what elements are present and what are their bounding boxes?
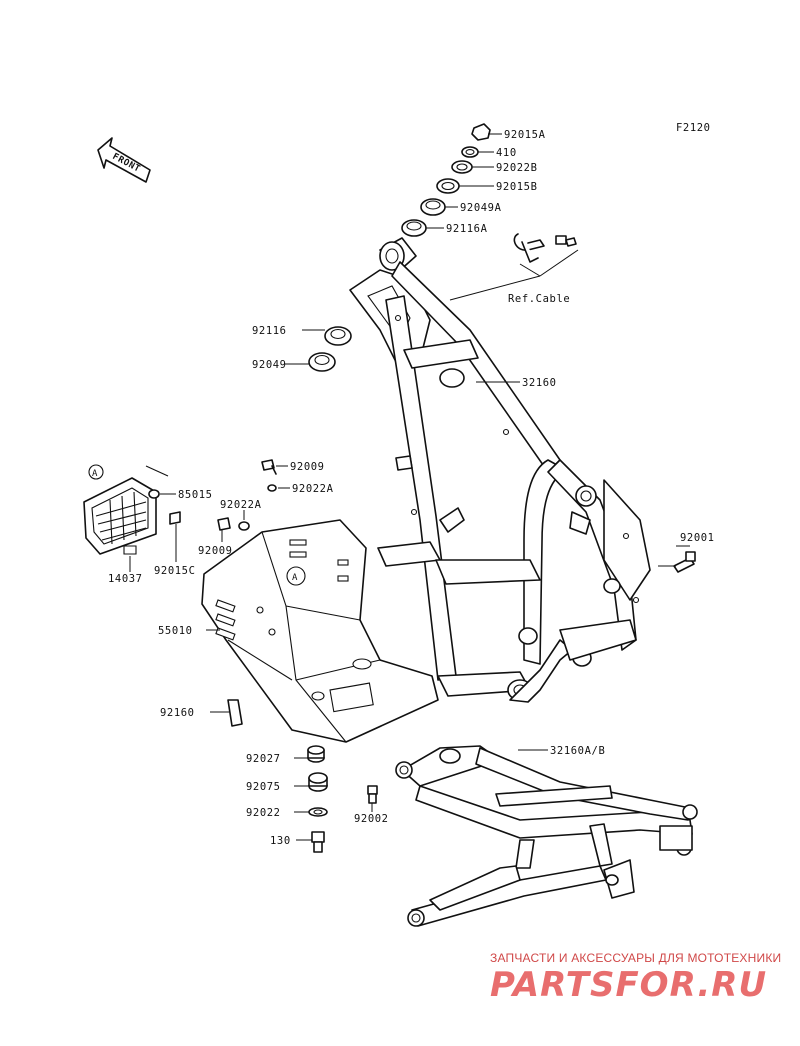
part-label: 92022A: [292, 483, 334, 495]
skid-plate-screws: [217, 459, 277, 531]
leader-lines: [129, 133, 690, 841]
skid-plate-icon: A: [201, 519, 439, 743]
watermark-logo: PARTSFOR.RU: [490, 965, 767, 1005]
part-label: 92116: [252, 325, 287, 337]
part-label: 14037: [108, 573, 143, 585]
part-label: 92049A: [460, 202, 502, 214]
figure-code: F2120: [676, 122, 711, 134]
part-label: 92022: [246, 807, 281, 819]
main-frame-icon: [349, 237, 651, 703]
part-label: 92022B: [496, 162, 538, 174]
skid-plate-hardware: [307, 745, 328, 853]
bolt-92002-icon: [367, 785, 378, 804]
part-label: 130: [270, 835, 291, 847]
part-label: 55010: [158, 625, 193, 637]
part-label: 410: [496, 147, 517, 159]
watermark: ЗАПЧАСТИ И АКСЕССУАРЫ ДЛЯ МОТОТЕХНИКИ PA…: [490, 951, 781, 1005]
part-label: 92009: [290, 461, 325, 473]
block-92160-icon: [227, 699, 243, 727]
radiator-guard-icon: A: [83, 464, 181, 555]
steering-stem-stack: [401, 123, 491, 237]
ref-marker-a-skid: A: [292, 573, 298, 583]
part-label: 32160: [522, 377, 557, 389]
steering-seals: [308, 326, 352, 372]
part-label: 92160: [160, 707, 195, 719]
ref-cable-label: Ref.Cable: [508, 293, 570, 305]
part-label: 92001: [680, 532, 715, 544]
part-label: 92116A: [446, 223, 488, 235]
part-label: 92027: [246, 753, 281, 765]
part-label: 85015: [178, 489, 213, 501]
ref-marker-a-guard: A: [92, 469, 98, 479]
bolt-92001-icon: [673, 551, 696, 573]
front-arrow-icon: FRONT: [97, 137, 151, 183]
part-labels: 92015A 410 92022B 92015B 92049A 92116A 9…: [108, 129, 715, 847]
part-label: 92049: [252, 359, 287, 371]
part-label: 92015A: [504, 129, 546, 141]
part-label: 92002: [354, 813, 389, 825]
sub-frame-icon: [395, 745, 698, 927]
part-label: 92015C: [154, 565, 196, 577]
part-label: 92075: [246, 781, 281, 793]
part-label: 92009: [198, 545, 233, 557]
part-label: 32160A/B: [550, 745, 605, 757]
part-label: 92015B: [496, 181, 538, 193]
watermark-tagline: ЗАПЧАСТИ И АКСЕССУАРЫ ДЛЯ МОТОТЕХНИКИ: [490, 951, 781, 965]
cable-clamp-icon: [513, 233, 577, 263]
part-label: 92022A: [220, 499, 262, 511]
